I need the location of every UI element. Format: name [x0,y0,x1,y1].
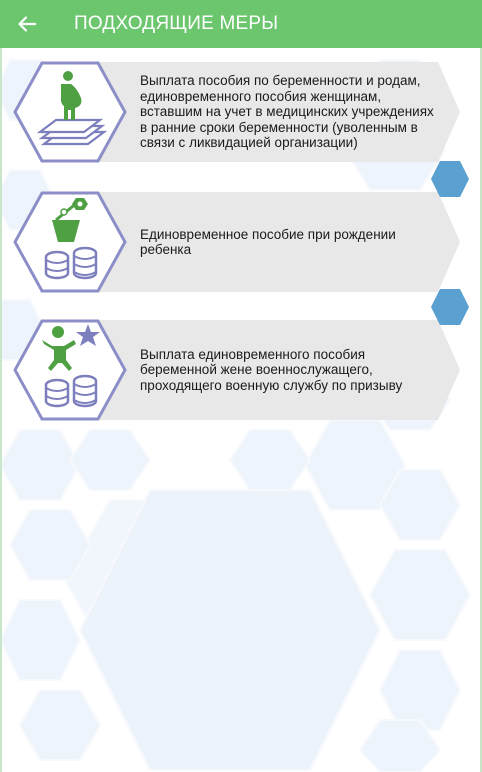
page-title: ПОДХОДЯЩИЕ МЕРЫ [74,13,279,34]
arrow-left-icon [18,16,37,32]
pregnant-woman-documents-icon [13,61,127,163]
measure-card [70,192,460,292]
measure-card [70,62,460,162]
left-edge-line [0,48,2,772]
measure-item-birth-allowance[interactable]: Единовременное пособие при рождении ребе… [0,190,482,294]
measure-card [70,320,460,420]
measure-item-pregnancy-benefit[interactable]: Выплата пособия по беременности и родам,… [0,60,482,164]
baby-carrier-coins-icon [13,191,127,293]
measure-text: Выплата пособия по беременности и родам,… [140,73,434,151]
measure-text: Выплата единовременного пособия беременн… [140,346,403,393]
decorative-blue-hexagon [431,289,469,325]
baby-star-coins-icon [13,319,127,421]
measure-item-military-wife-allowance[interactable]: Выплата единовременного пособия беременн… [0,318,482,422]
measure-text: Единовременное пособие при рождении ребе… [140,226,396,258]
decorative-blue-hexagon [431,161,469,197]
back-button[interactable] [0,0,54,48]
app-bar: ПОДХОДЯЩИЕ МЕРЫ [0,0,482,48]
right-edge-line [480,48,482,772]
